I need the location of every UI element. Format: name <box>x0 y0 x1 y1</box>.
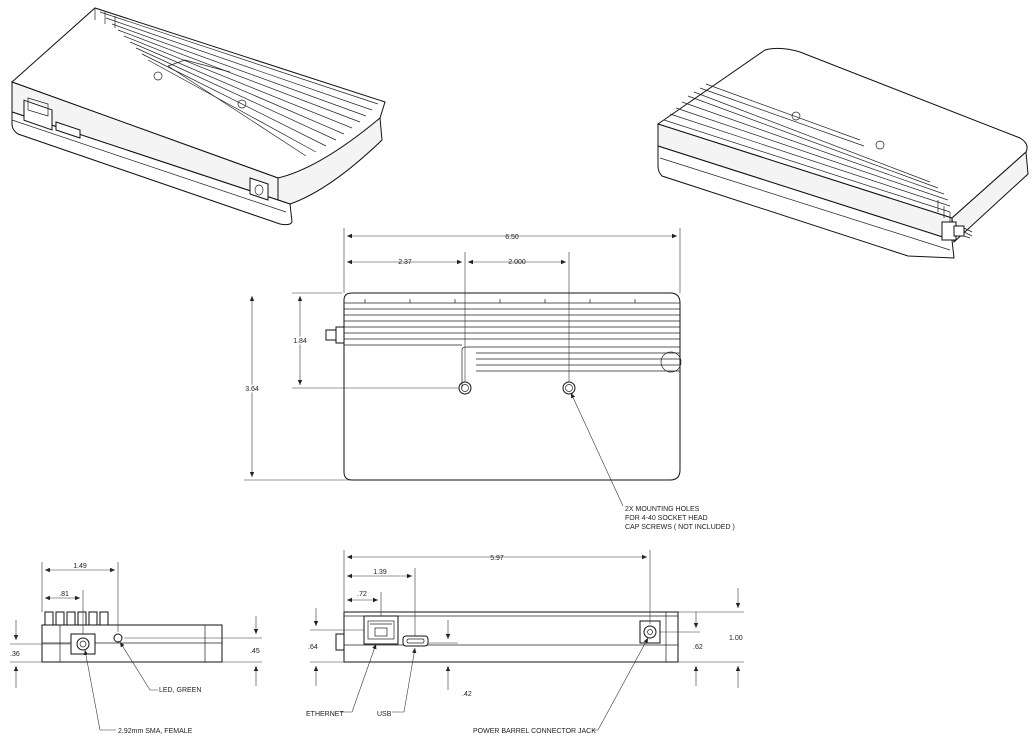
dim-front-left-height: .64 <box>308 608 364 686</box>
dim-label: 5.97 <box>490 555 504 562</box>
callout-label: LED, GREEN <box>159 687 201 694</box>
dim-label: 1.00 <box>729 635 743 642</box>
dim-label: .72 <box>357 591 367 598</box>
dim-overall-height: 3.64 <box>244 296 350 481</box>
front-view: 5.97 1.39 .72 .64 .42 <box>306 550 744 735</box>
note-line-1: 2X MOUNTING HOLES <box>625 506 700 513</box>
dim-hole-y: 1.84 <box>292 292 459 389</box>
dim-label: 6.50 <box>505 234 519 241</box>
mounting-hole-iso <box>791 111 801 121</box>
dim-front-barrel-height: .62 <box>660 612 744 686</box>
dim-label: 1.49 <box>73 563 87 570</box>
isometric-right-fins <box>663 83 951 224</box>
detail-circle <box>660 351 682 373</box>
mounting-hole-1 <box>458 381 472 395</box>
mounting-hole-iso <box>153 71 163 81</box>
left-end-body <box>41 624 223 663</box>
sma-connector-iso <box>941 221 973 241</box>
dim-end-height-left: .36 <box>10 620 70 688</box>
dim-label: 2.000 <box>508 259 526 266</box>
dim-front-ethernet: 1.39 <box>347 568 416 636</box>
callout-led: LED, GREEN <box>119 641 201 694</box>
dim-label: .64 <box>308 644 318 651</box>
sma-stub-front <box>335 633 345 651</box>
dim-label: .42 <box>462 691 472 698</box>
mounting-holes-note: 2X MOUNTING HOLES FOR 4-40 SOCKET HEAD C… <box>625 506 735 531</box>
note-line-2: FOR 4-40 SOCKET HEAD <box>625 515 708 522</box>
note-line-3: CAP SCREWS ( NOT INCLUDED ) <box>625 524 735 531</box>
dim-front-usb: .72 <box>347 591 382 616</box>
callout-barrel: POWER BARREL CONNECTOR JACK <box>473 637 649 735</box>
ethernet-port-front <box>363 615 399 645</box>
dim-hole-spacing: 2.000 <box>468 252 570 382</box>
top-view: 6.50 2.37 2.000 1.84 3.64 2X MOUNTING HO… <box>244 228 735 531</box>
dim-label: 2.37 <box>398 259 412 266</box>
callout-label: POWER BARREL CONNECTOR JACK <box>473 728 596 735</box>
left-end-view: 1.49 .81 .36 .45 LED, GREEN 2.92mm S <box>10 562 262 735</box>
led-indicator <box>113 633 123 643</box>
callout-sma: 2.92mm SMA, FEMALE <box>83 649 193 735</box>
dim-label: 3.64 <box>245 386 259 393</box>
dim-label: .62 <box>693 644 703 651</box>
dim-hole1-x: 2.37 <box>347 252 466 382</box>
dim-label: .81 <box>59 591 69 598</box>
usb-port-iso <box>55 121 81 139</box>
dim-front-overall: 5.97 <box>343 550 651 624</box>
callout-usb: USB <box>377 647 417 718</box>
callout-label: 2.92mm SMA, FEMALE <box>118 728 193 735</box>
mounting-hole-2 <box>562 381 576 395</box>
usb-port-front <box>402 635 429 647</box>
sma-connector-top <box>325 326 345 344</box>
dim-end-offset: .81 <box>45 590 84 634</box>
heatsink-fins <box>344 308 680 372</box>
dim-label: .36 <box>10 651 20 658</box>
barrel-jack-iso <box>249 177 269 201</box>
dim-label: 1.39 <box>373 569 387 576</box>
dim-front-usb-height: .42 <box>428 620 472 698</box>
ethernet-port-iso <box>23 99 53 131</box>
dim-end-height-right: .45 <box>124 616 262 686</box>
dim-label: .45 <box>250 648 260 655</box>
dim-end-width: 1.49 <box>41 562 119 632</box>
barrel-jack-front <box>639 620 661 644</box>
isometric-left-fins <box>94 8 379 157</box>
callout-label: ETHERNET <box>306 711 344 718</box>
dim-label: 1.84 <box>293 338 307 345</box>
mounting-hole-iso <box>237 99 247 109</box>
isometric-view-right <box>656 47 1029 259</box>
isometric-view-left <box>11 7 386 226</box>
sma-connector-end <box>70 633 96 655</box>
dim-front-total-height: 1.00 <box>678 588 744 688</box>
dim-overall-width: 6.50 <box>343 228 681 293</box>
callout-ethernet: ETHERNET <box>306 643 377 718</box>
left-end-fins <box>44 611 109 626</box>
callout-label: USB <box>377 711 392 718</box>
mounting-hole-iso <box>875 140 885 150</box>
